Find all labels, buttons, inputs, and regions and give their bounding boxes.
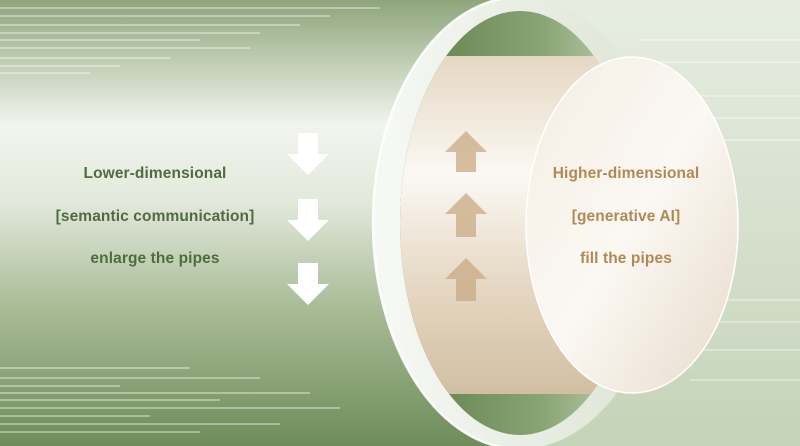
arrow-down-icon [287,199,329,241]
left-label-line3: enlarge the pipes [90,250,220,267]
right-label-line1: Higher-dimensional [552,165,700,182]
right-label-line2: [generative AI] [571,208,681,225]
arrow-up-icon [445,258,487,301]
left-label-line2: [semantic communication] [55,208,255,225]
arrow-up-icon [445,131,487,172]
arrow-down-icon [287,263,329,305]
arrow-up-icon [445,193,487,237]
left-label-line1: Lower-dimensional [83,165,227,182]
arrow-down-icon [287,133,329,175]
right-label-line3: fill the pipes [580,250,672,267]
